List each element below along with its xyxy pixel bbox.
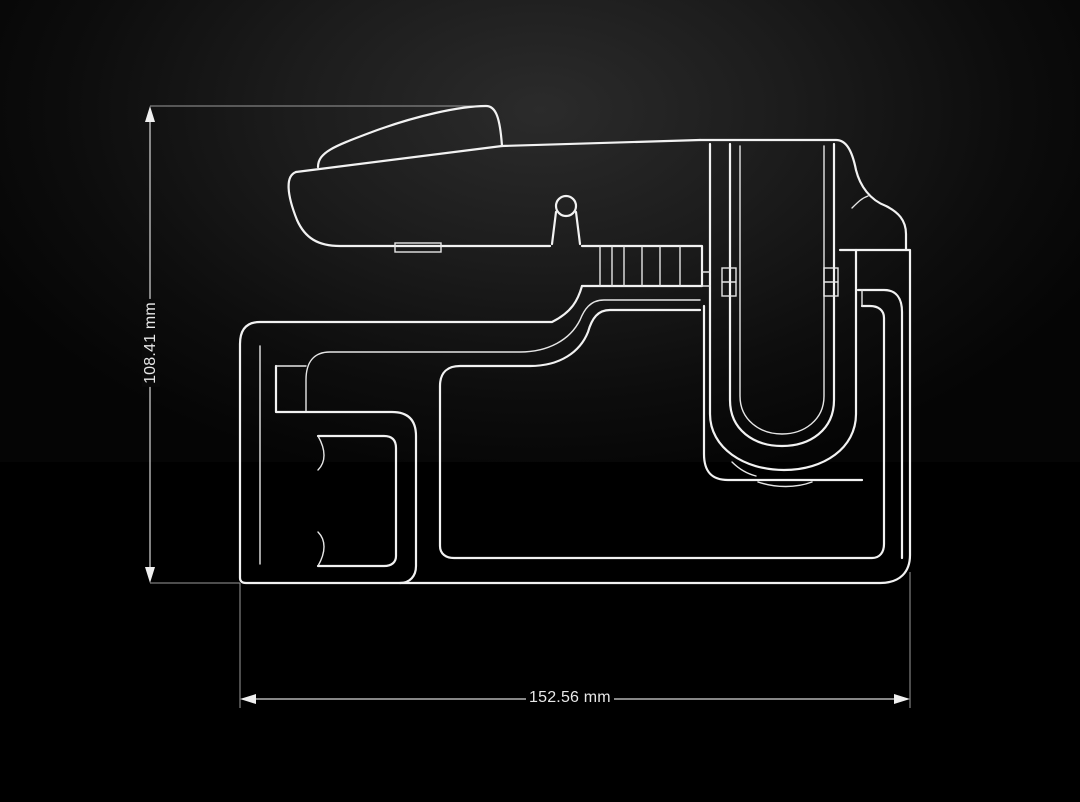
device-outline [238,104,912,585]
width-dimension-label: 152.56 mm [526,689,614,707]
extension-lines [150,105,911,708]
height-dimension-label: 108.41 mm [142,299,160,387]
